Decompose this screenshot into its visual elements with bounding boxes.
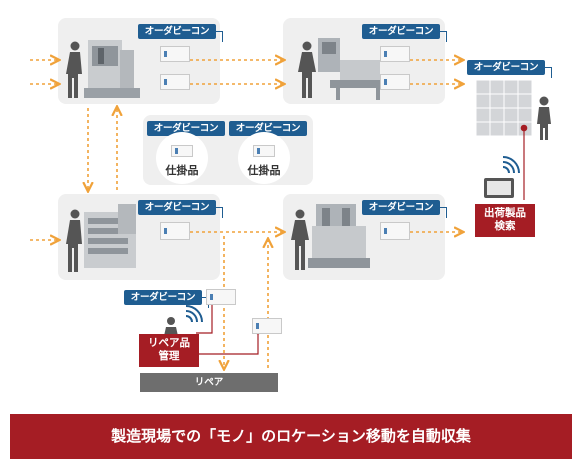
tablet-icon-1 bbox=[484, 178, 514, 198]
wifi-signal-icon-2 bbox=[185, 305, 203, 323]
beacon-tag bbox=[380, 74, 410, 90]
worker-figure-5 bbox=[537, 96, 551, 140]
machine-illustration-3 bbox=[84, 204, 136, 268]
wip-label-1: 仕掛品 bbox=[165, 164, 199, 177]
beacon-label-3: オーダビーコン bbox=[467, 60, 552, 78]
repair-management-box: リペア品 管理 bbox=[139, 334, 199, 367]
beacon-tag bbox=[160, 46, 190, 62]
beacon-label-1: オーダビーコン bbox=[138, 24, 223, 42]
repair-bar: リペア bbox=[140, 373, 278, 392]
caption-banner: 製造現場での「モノ」のロケーション移動を自動収集 bbox=[10, 414, 572, 459]
beacon-tag bbox=[253, 145, 275, 157]
worker-figure-2 bbox=[298, 41, 316, 98]
beacon-label-7: オーダビーコン bbox=[362, 200, 447, 218]
beacon-label-6: オーダビーコン bbox=[138, 200, 223, 218]
machine-illustration-4 bbox=[308, 204, 370, 268]
beacon-tag bbox=[171, 145, 193, 157]
wip-label-2: 仕掛品 bbox=[247, 164, 281, 177]
beacon-tag bbox=[160, 222, 190, 240]
beacon-tag bbox=[160, 74, 190, 90]
beacon-label-2: オーダビーコン bbox=[362, 24, 447, 42]
beacon-tag bbox=[206, 289, 236, 305]
shipment-search-box: 出荷製品 検索 bbox=[475, 204, 535, 237]
worker-figure-4 bbox=[291, 209, 309, 270]
wip-circle-2 bbox=[238, 132, 290, 184]
worker-figure-6 bbox=[164, 317, 178, 336]
wip-circle-1 bbox=[156, 132, 208, 184]
machine-illustration-1 bbox=[84, 40, 140, 98]
worker-figure-1 bbox=[66, 41, 82, 98]
beacon-tag bbox=[252, 318, 282, 334]
beacon-tag bbox=[380, 222, 410, 240]
machine-illustration-2 bbox=[318, 38, 386, 100]
beacon-label-4: オーダビーコン bbox=[147, 121, 225, 136]
beacon-tag bbox=[380, 46, 410, 62]
wifi-signal-icon-1 bbox=[502, 156, 520, 174]
box-stack-illustration bbox=[475, 79, 533, 137]
worker-figure-3 bbox=[66, 209, 82, 272]
beacon-label-5: オーダビーコン bbox=[229, 121, 307, 136]
beacon-label-8: オーダビーコン bbox=[124, 290, 209, 308]
